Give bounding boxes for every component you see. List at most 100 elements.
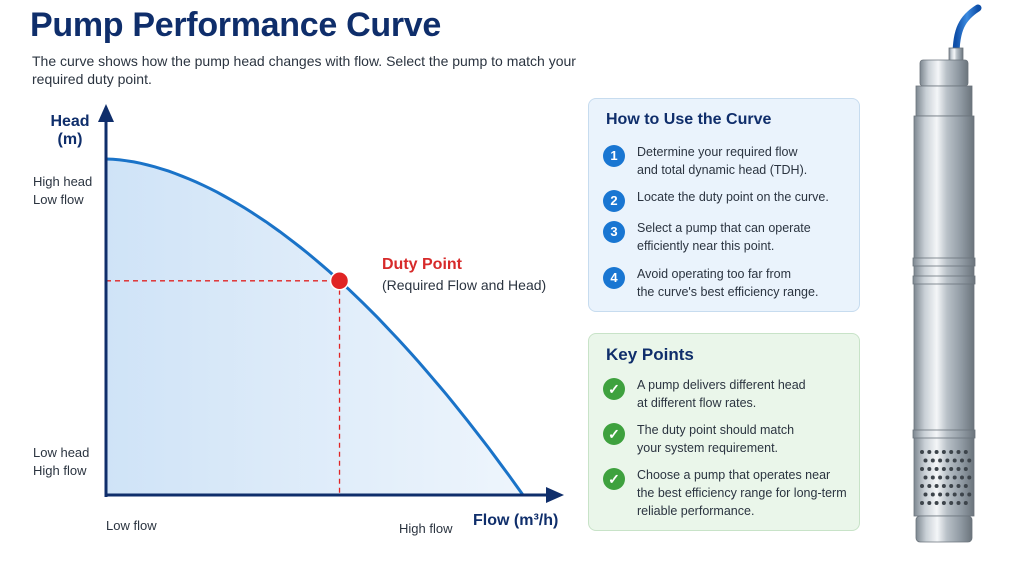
intake-hole [963, 501, 968, 505]
y-axis-arrow [98, 104, 114, 122]
intake-hole [934, 484, 939, 488]
intake-hole [960, 475, 964, 480]
intake-hole [952, 492, 957, 497]
x-axis-label: Flow (m³/h) [473, 512, 559, 529]
how-to-use-panel: How to Use the Curve 1 Determine your re… [588, 98, 860, 312]
y-axis-label: Head (m) [48, 113, 92, 149]
intake-hole [963, 450, 968, 454]
intake-hole [949, 484, 954, 488]
step-text-line: Select a pump that can operate [637, 221, 811, 235]
intake-hole [960, 492, 964, 497]
intake-hole [941, 484, 946, 488]
pump-base [915, 515, 973, 543]
y-high-label-line2: Low flow [33, 192, 84, 207]
intake-hole [927, 467, 932, 471]
intake-hole [923, 475, 928, 480]
y-axis-label-line2: (m) [57, 131, 83, 148]
intake-hole [960, 458, 964, 463]
intake-hole [934, 467, 939, 471]
intake-hole [956, 501, 961, 505]
x-low-label: Low flow [106, 518, 157, 533]
x-axis-arrow [546, 487, 564, 503]
x-high-label: High flow [399, 521, 453, 536]
y-low-label: Low head High flow [33, 444, 89, 480]
step-text: Locate the duty point on the curve. [637, 188, 852, 206]
submersible-pump-illustration [912, 4, 982, 543]
key-points-panel: Key Points ✓ A pump delivers different h… [588, 333, 860, 531]
intake-screen [920, 450, 972, 505]
step-text-line: Avoid operating too far from [637, 267, 792, 281]
intake-hole [938, 458, 943, 463]
intake-hole [941, 450, 946, 454]
y-low-label-line1: Low head [33, 445, 90, 460]
step-number-badge: 3 [603, 221, 625, 243]
intake-hole [920, 484, 924, 488]
how-to-use-title: How to Use the Curve [606, 111, 772, 128]
pump-band [912, 429, 976, 439]
intake-hole [938, 475, 943, 480]
intake-hole [923, 492, 928, 497]
intake-hole [963, 467, 968, 471]
intake-hole [938, 492, 943, 497]
intake-hole [930, 475, 935, 480]
key-point-line: at different flow rates. [637, 396, 757, 410]
pump-neck [915, 85, 973, 117]
intake-hole [967, 475, 972, 480]
key-point-line: Choose a pump that operates near [637, 468, 831, 482]
pump-band [912, 257, 976, 267]
intake-hole [920, 467, 924, 471]
key-point-line: the best efficiency range for long-term [637, 486, 847, 500]
intake-hole [927, 501, 932, 505]
intake-hole [920, 450, 924, 454]
intake-hole [949, 467, 954, 471]
intake-hole [945, 475, 950, 480]
intake-hole [930, 492, 935, 497]
intake-hole [930, 458, 935, 463]
duty-point-subtitle: (Required Flow and Head) [382, 277, 547, 293]
intake-hole [952, 475, 957, 480]
pump-curve-chart [98, 104, 564, 503]
step-number-badge: 2 [603, 190, 625, 212]
step-text-line: efficiently near this point. [637, 239, 775, 253]
pump-body [913, 115, 975, 517]
key-point-line: The duty point should match [637, 423, 795, 437]
key-point-line: your system requirement. [637, 441, 779, 455]
intake-hole [949, 501, 954, 505]
intake-hole [934, 501, 939, 505]
intake-hole [963, 484, 968, 488]
intake-hole [927, 484, 932, 488]
duty-point-marker[interactable] [329, 271, 350, 291]
key-point-line: reliable performance. [637, 504, 755, 518]
intake-hole [967, 492, 972, 497]
intake-hole [927, 450, 932, 454]
step-number-badge: 4 [603, 267, 625, 289]
y-axis-label-line1: Head [50, 113, 90, 130]
check-icon: ✓ [603, 423, 625, 445]
curve-area-fill [106, 159, 523, 495]
step-text: Select a pump that can operate efficient… [637, 219, 852, 255]
intake-hole [934, 450, 939, 454]
pump-head [919, 59, 969, 87]
key-point-text: A pump delivers different head at differ… [637, 376, 852, 412]
intake-hole [956, 450, 961, 454]
intake-hole [952, 458, 957, 463]
intake-hole [945, 458, 950, 463]
intake-hole [956, 484, 961, 488]
step-text-line: Determine your required flow [637, 145, 798, 159]
step-text: Determine your required flow and total d… [637, 143, 852, 179]
page-title: Pump Performance Curve [30, 6, 441, 44]
step-number-badge: 1 [603, 145, 625, 167]
intake-hole [923, 458, 928, 463]
intake-hole [967, 458, 972, 463]
check-icon: ✓ [603, 468, 625, 490]
step-text-line: Locate the duty point on the curve. [637, 190, 829, 204]
pump-band [912, 275, 976, 285]
key-points-title: Key Points [606, 345, 694, 364]
duty-point-title: Duty Point [382, 256, 462, 273]
y-high-label: High head Low flow [33, 173, 92, 209]
intake-hole [956, 467, 961, 471]
intake-hole [941, 501, 946, 505]
intake-hole [949, 450, 954, 454]
intake-hole [945, 492, 950, 497]
key-point-text: Choose a pump that operates near the bes… [637, 466, 852, 520]
